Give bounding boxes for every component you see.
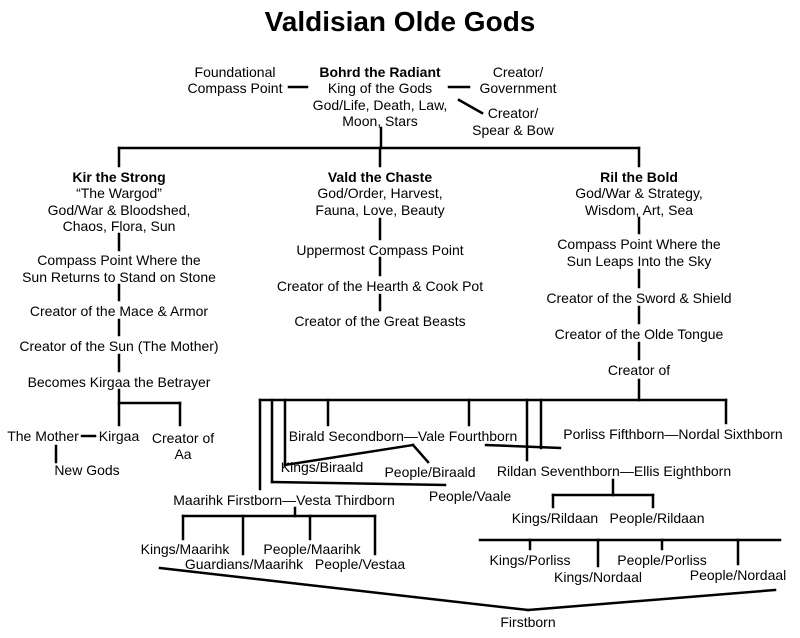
vald-domain-2: Fauna, Love, Beauty [315,202,445,218]
ril-creator-of: Creator of [607,362,671,378]
guardians-maarihk: Guardians/Maarihk [184,556,304,572]
people-vaale: People/Vaale [428,488,512,504]
bohrd-creator-spear-2: Spear & Bow [472,122,554,138]
ril-tongue: Creator of the Olde Tongue [554,326,724,342]
ril-sword: Creator of the Sword & Shield [546,290,732,306]
vald-beasts: Creator of the Great Beasts [294,313,466,329]
page-title: Valdisian Olde Gods [264,6,536,37]
people-porliss: People/Porliss [617,552,707,568]
kings-biraald: Kings/Biraald [280,459,364,475]
maarihk-vesta: Maarihk Firstborn—Vesta Thirdborn [173,492,395,508]
bohrd-creator-government-2: Government [479,80,557,96]
vald-domain-1: God/Order, Harvest, [317,185,443,201]
kings-nordaal: Kings/Nordaal [554,569,642,585]
kirgaa: Kirgaa [98,428,140,444]
vald-name: Vald the Chaste [327,169,433,185]
porliss-nordal: Porliss Fifthborn—Nordal Sixthborn [563,426,783,442]
bohrd-creator-government-1: Creator/ [492,64,544,80]
kir-domain-1: God/War & Bloodshed, [47,202,191,218]
vald-hearth: Creator of the Hearth & Cook Pot [276,278,484,294]
ril-domain-1: God/War & Strategy, [575,185,703,201]
the-mother: The Mother [7,428,79,444]
vald-compass: Uppermost Compass Point [296,242,464,258]
bohrd-compass-2: Compass Point [187,80,283,96]
kings-porliss: Kings/Porliss [489,552,571,568]
bohrd-domain-2: Moon, Stars [342,113,418,129]
connector-line-35 [411,443,430,464]
bohrd-compass-1: Foundational [194,64,276,80]
kir-creator-mace: Creator of the Mace & Armor [29,303,209,319]
connector-line-53 [158,566,530,612]
new-gods: New Gods [54,462,120,478]
kings-rildaan: Kings/Rildaan [511,510,599,526]
bohrd-domain-1: God/Life, Death, Law, [312,97,448,113]
people-biraald: People/Biraald [384,464,476,480]
kings-maarihk: Kings/Maarihk [140,541,230,557]
creator-of-aa-2: Aa [174,446,192,462]
bohrd-title: King of the Gods [327,80,433,96]
people-maarihk: People/Maarihk [263,541,361,557]
kir-compass-2: Sun Returns to Stand on Stone [22,269,216,285]
firstborn: Firstborn [500,614,556,630]
people-rildaan: People/Rildaan [609,510,705,526]
connector-line-54 [526,588,777,612]
ril-name: Ril the Bold [600,169,678,185]
people-vestaa: People/Vestaa [314,556,406,572]
kir-name: Kir the Strong [72,169,166,185]
connector-line-37 [484,443,562,450]
ril-domain-2: Wisdom, Art, Sea [584,202,694,218]
birald-vale: Birald Secondborn—Vale Fourthborn [288,428,518,444]
connector-line-3 [457,98,484,115]
kir-becomes: Becomes Kirgaa the Betrayer [27,374,211,390]
people-nordaal: People/Nordaal [689,567,787,583]
ril-compass-2: Sun Leaps Into the Sky [566,253,712,269]
kir-domain-2: Chaos, Flora, Sun [62,218,176,234]
connector-line-34 [283,443,415,467]
connector-line-36 [270,480,447,487]
kir-compass-1: Compass Point Where the [37,252,201,268]
bohrd-creator-spear-1: Creator/ [487,105,539,121]
ril-compass-1: Compass Point Where the [557,236,721,252]
kir-creator-sun: Creator of the Sun (The Mother) [19,338,219,354]
bohrd-name: Bohrd the Radiant [319,64,441,80]
kir-epithet: “The Wargod” [76,185,162,201]
creator-of-aa-1: Creator of [151,430,215,446]
rildan-ellis: Rildan Seventhborn—Ellis Eighthborn [496,463,732,479]
